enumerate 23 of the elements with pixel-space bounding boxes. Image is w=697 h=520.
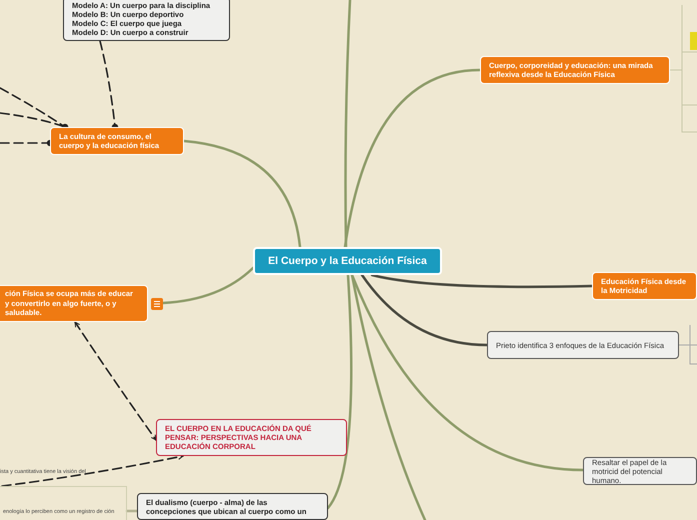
note-box: [0, 486, 127, 520]
topic-box: [63, 0, 230, 41]
topic-box: [137, 493, 328, 520]
node-text: El Cuerpo y la Educación Física: [267, 254, 428, 268]
dashed-connector: [74, 321, 157, 441]
topic-box: [592, 272, 697, 300]
branch-line: [344, 0, 352, 248]
central-topic-box: [253, 247, 442, 275]
branch-line: [350, 274, 426, 520]
branch-line: [182, 140, 302, 248]
branch-line: [360, 274, 488, 346]
topic-box: [487, 331, 679, 359]
branch-line: [350, 274, 584, 472]
branch-line: [162, 266, 254, 304]
dashed-connector: [1, 454, 184, 487]
branch-line: [370, 274, 594, 288]
topic-box: [156, 419, 347, 456]
topic-box: [583, 457, 697, 485]
branch-line: [344, 68, 482, 248]
topic-box: [480, 56, 670, 84]
topic-box: [50, 127, 184, 155]
branch-line: [126, 510, 138, 512]
branch-line: [326, 274, 352, 510]
